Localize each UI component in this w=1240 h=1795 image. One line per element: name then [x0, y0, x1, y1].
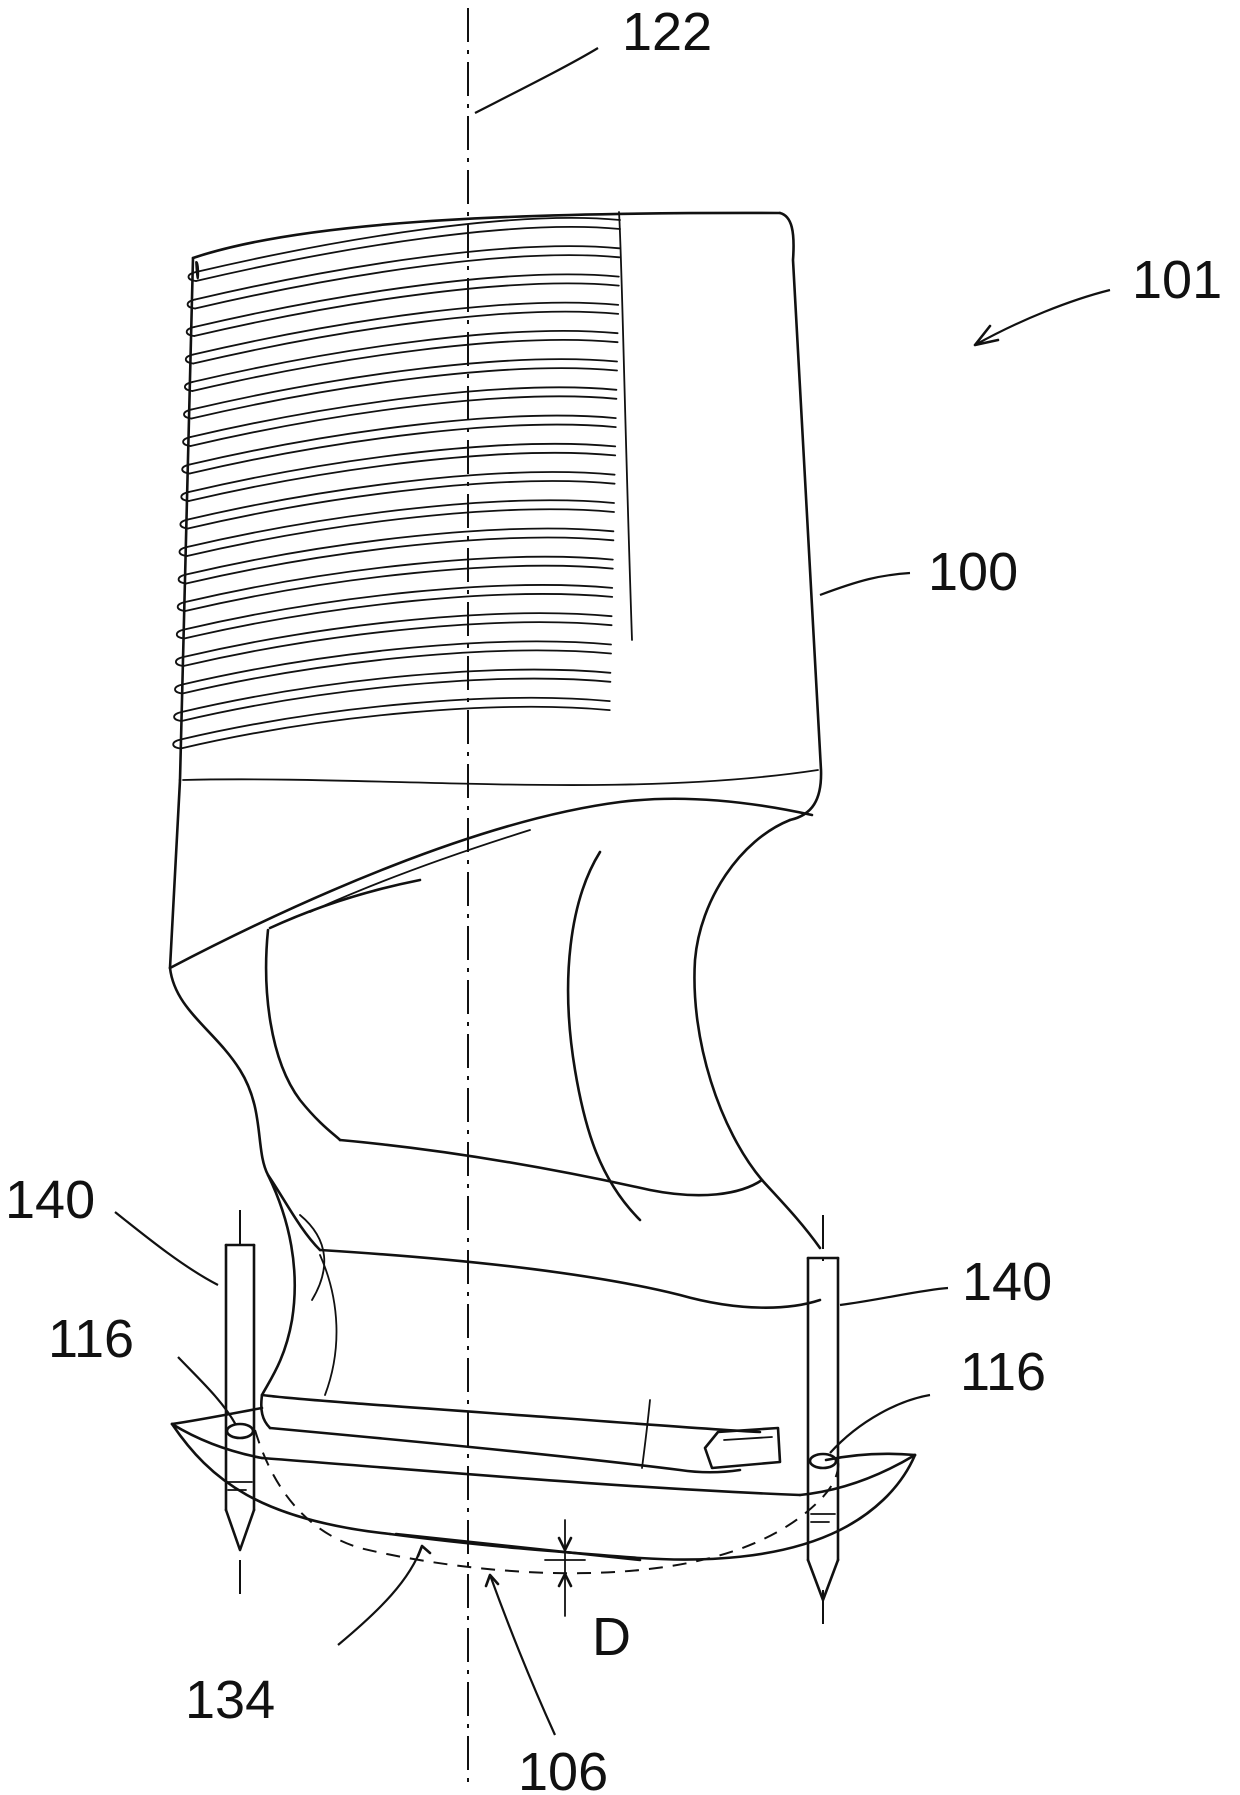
label-122: 122 — [622, 2, 712, 62]
label-116-right: 116 — [960, 1342, 1046, 1402]
label-101: 101 — [1132, 250, 1222, 310]
label-116-left: 116 — [48, 1309, 134, 1369]
leader-lines — [115, 48, 1110, 1735]
thread-groove-line — [196, 227, 620, 281]
thread-groove-line — [186, 529, 613, 575]
label-140-right: 140 — [962, 1252, 1052, 1312]
thread-groove-line — [194, 274, 619, 327]
thread-groove-line — [183, 650, 612, 693]
label-140-left: 140 — [5, 1170, 95, 1230]
thread-groove-line — [192, 359, 618, 409]
thread-groove-line — [181, 707, 610, 749]
thread-groove-line — [192, 340, 617, 391]
thread-groove-line — [195, 255, 619, 308]
base-plate — [172, 1408, 915, 1573]
thread-groove-line — [187, 500, 614, 547]
label-d: D — [592, 1607, 631, 1667]
thread-groove-line — [192, 368, 618, 418]
thread-groove-line — [193, 303, 618, 355]
label-100: 100 — [928, 542, 1018, 602]
pin-left — [226, 1210, 254, 1600]
thread-groove-line — [192, 331, 617, 382]
thread-groove-line — [196, 218, 620, 272]
label-106: 106 — [518, 1742, 608, 1795]
body-100 — [170, 212, 821, 1472]
thread-groove-line — [185, 557, 613, 602]
thread-groove-line — [181, 698, 610, 740]
thread-groove-line — [195, 246, 619, 299]
label-134: 134 — [185, 1670, 275, 1730]
thread-groove-line — [194, 283, 619, 336]
thread-groove-line — [193, 312, 618, 364]
dimension-d — [545, 1520, 585, 1616]
thread-grooves — [173, 218, 620, 749]
pin-right — [808, 1215, 838, 1630]
